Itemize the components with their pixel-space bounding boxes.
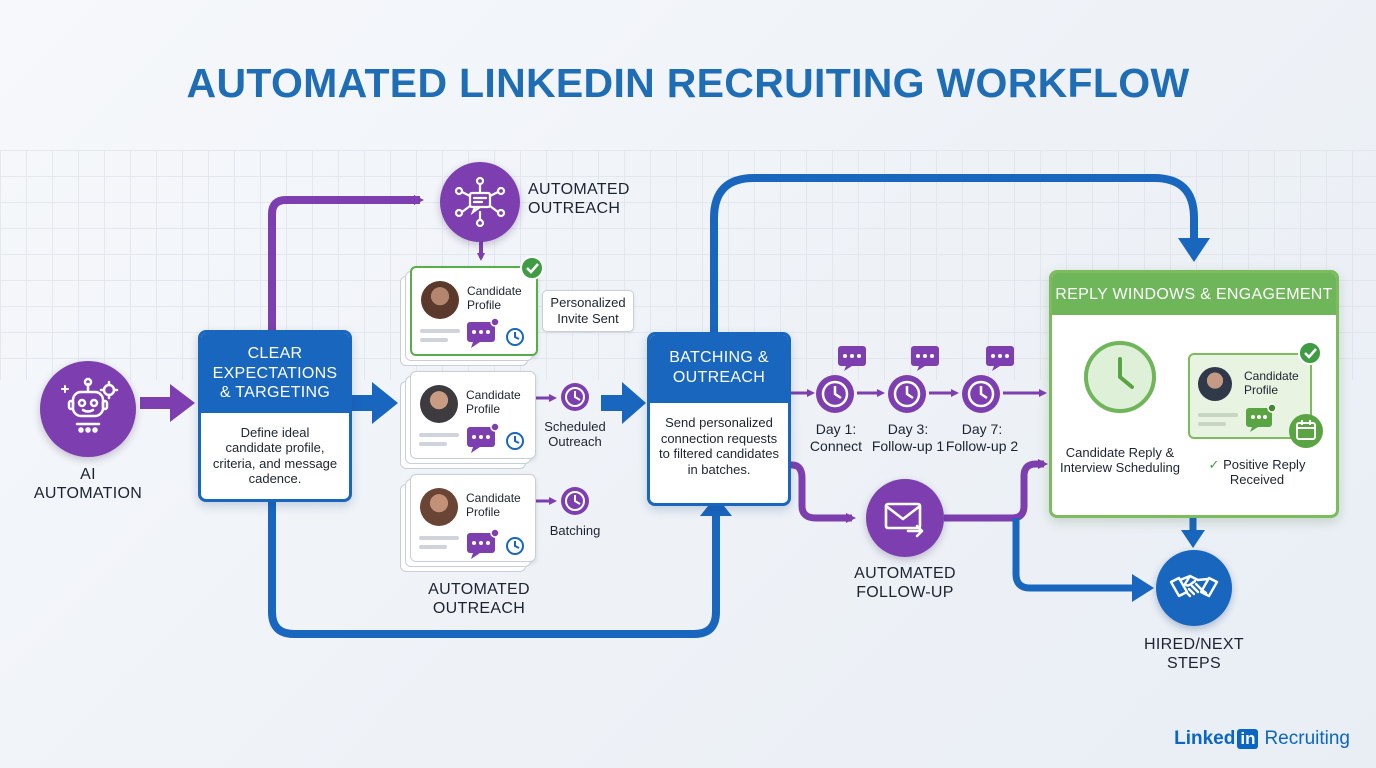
arrow-followup-to-hired (1012, 518, 1136, 592)
candidate-avatar (420, 385, 458, 423)
handshake-icon (1169, 574, 1219, 598)
check-badge-icon (1298, 341, 1322, 365)
automated-followup-label: AUTOMATED FOLLOW-UP (854, 565, 956, 601)
candidate-card-2: Candidate Profile (410, 371, 536, 459)
page-title: AUTOMATED LINKEDIN RECRUITING WORKFLOW (186, 60, 1190, 106)
arrow-cards-to-batching (601, 382, 646, 424)
candidate-card-1: Candidate Profile (410, 266, 538, 356)
arrow-targeting-to-cards (347, 382, 398, 424)
arrowhead-loop-bottom (700, 496, 732, 516)
scheduled-outreach-label: Scheduled Outreach (544, 419, 606, 450)
loop-bottom-blue (268, 496, 720, 638)
batching-label: Batching (549, 523, 601, 538)
calendar-icon (1289, 414, 1323, 448)
candidate-name: Candidate Profile (467, 284, 522, 313)
mail-forward-icon (884, 502, 924, 538)
candidate-name: Candidate Profile (1244, 369, 1299, 398)
cadence-day7-label: Day 7: Follow-up 2 (945, 421, 1019, 454)
arrow-batching-to-followup (786, 461, 856, 523)
automated-followup-node (866, 479, 944, 557)
reply-box: REPLY WINDOWS & ENGAGEMENT Candidate Rep… (1049, 270, 1339, 518)
chat-bubble-icon (1246, 403, 1277, 432)
automated-outreach-label-bottom: AUTOMATED OUTREACH (428, 581, 530, 617)
reply-card-icons (1246, 341, 1323, 448)
batching-body: Send personalized connection requests to… (659, 415, 779, 477)
targeting-box: CLEAR EXPECTATIONS & TARGETING Define id… (198, 330, 352, 502)
message-network-icon (454, 176, 506, 228)
ai-automation-label: AI AUTOMATION (33, 466, 143, 502)
arrowhead-loop-top (1178, 238, 1210, 262)
arrow-ai-to-targeting (140, 384, 195, 422)
cadence-day3-label: Day 3: Follow-up 1 (871, 421, 945, 454)
loop-top-blue (710, 174, 1198, 332)
hired-label: HIRED/NEXT STEPS (1144, 636, 1244, 672)
reply-heading: REPLY WINDOWS & ENGAGEMENT (1052, 273, 1336, 315)
positive-reply-label: ✓ Positive Reply Received (1192, 457, 1322, 488)
candidate-card-3: Candidate Profile (410, 474, 536, 562)
reply-clock-label: Candidate Reply & Interview Scheduling (1060, 445, 1180, 476)
automated-outreach-label-top: AUTOMATED OUTREACH (528, 181, 630, 217)
candidate-avatar (421, 281, 459, 319)
personalized-invite-tooltip: Personalized Invite Sent (542, 290, 634, 332)
arrow-followup-to-reply (944, 459, 1048, 522)
candidate-name: Candidate Profile (466, 491, 521, 520)
targeting-heading: CLEAR EXPECTATIONS & TARGETING (201, 333, 349, 413)
candidate-name: Candidate Profile (466, 388, 521, 417)
batching-heading: BATCHING & OUTREACH (650, 335, 788, 404)
check-icon: ✓ (1208, 457, 1220, 472)
hired-node (1156, 550, 1232, 626)
candidate-avatar (1198, 367, 1232, 401)
robot-icon (61, 377, 119, 433)
linkedin-recruiting-logo: Linked in Recruiting (1174, 728, 1350, 749)
reply-clock-icon (1084, 341, 1156, 413)
batching-box: BATCHING & OUTREACH Send personalized co… (647, 332, 791, 506)
positive-reply-text: Positive Reply Received (1223, 457, 1306, 488)
ai-automation-node (40, 361, 136, 457)
cadence-day1-label: Day 1: Connect (809, 421, 863, 454)
targeting-body: Define ideal candidate profile, criteria… (212, 424, 338, 487)
arrow-targeting-to-outreach (268, 195, 424, 332)
candidate-avatar (420, 488, 458, 526)
automated-outreach-node (440, 162, 520, 242)
